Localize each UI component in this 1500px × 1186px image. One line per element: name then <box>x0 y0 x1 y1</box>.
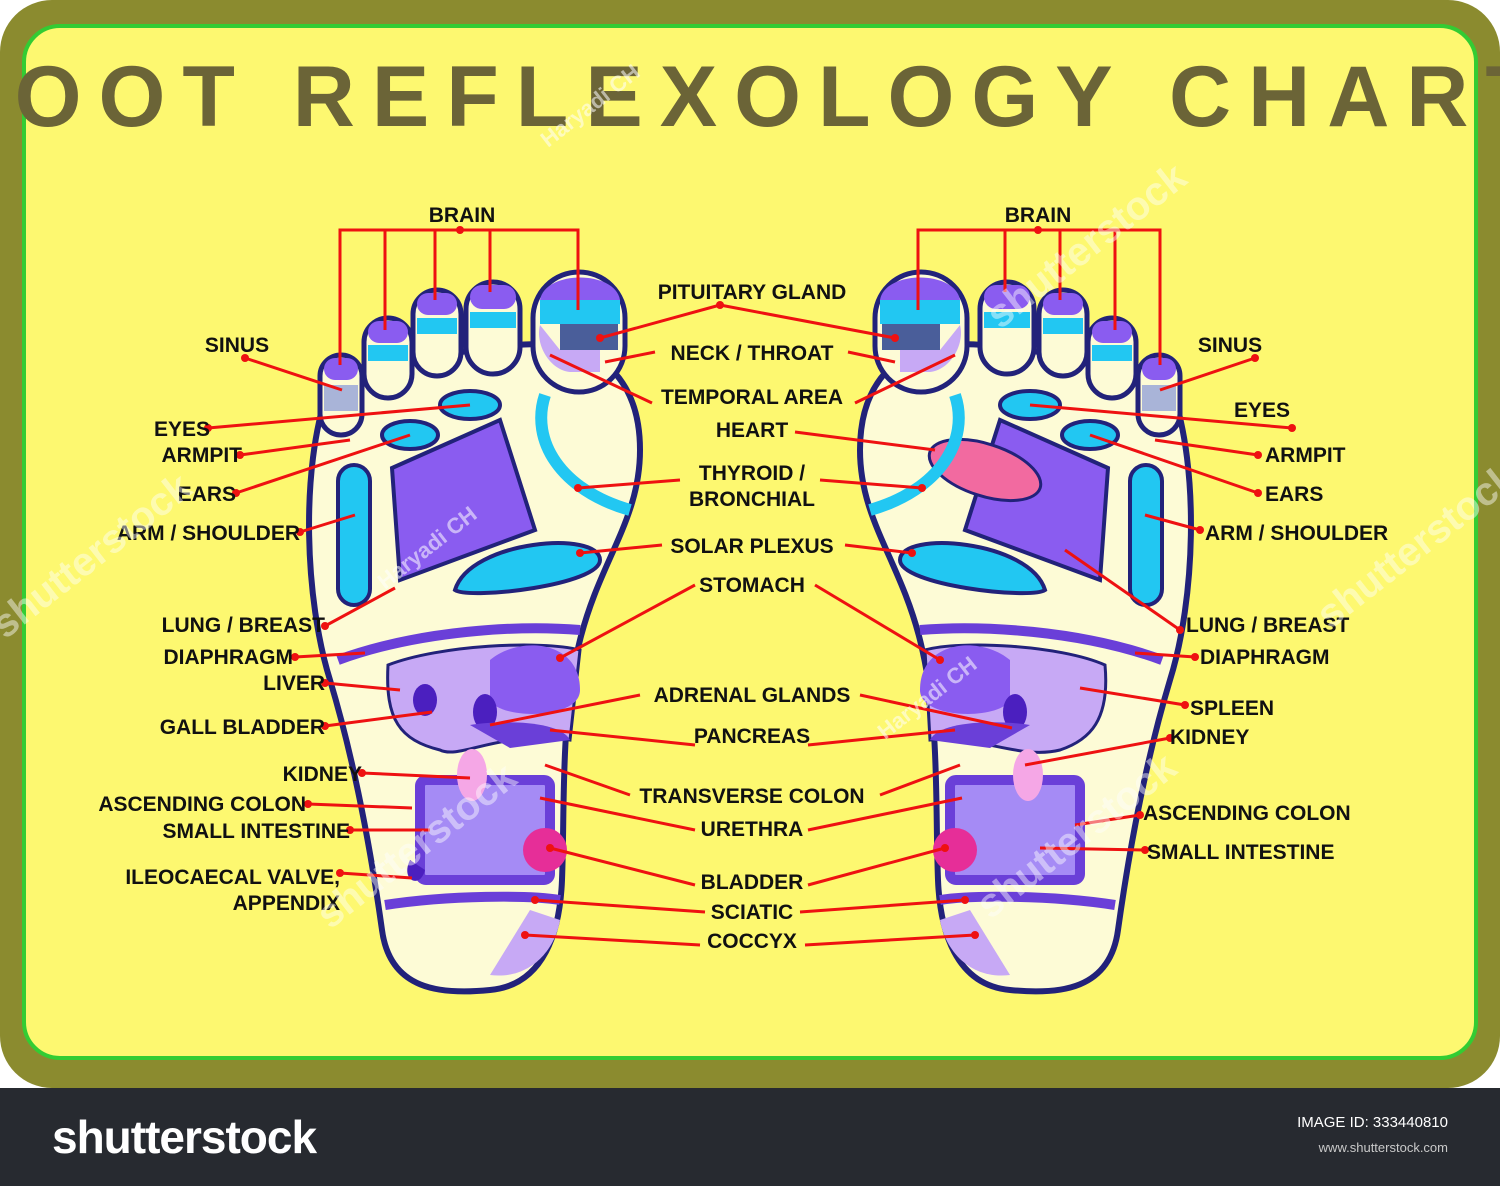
left-gallbladder-zone <box>413 684 437 716</box>
right-heart-zone <box>927 437 1043 503</box>
label-pancreas: PANCREAS <box>694 725 810 748</box>
footer-url: www.shutterstock.com <box>1318 1140 1448 1155</box>
chart-title: FOOT REFLEXOLOGY CHART <box>0 49 1500 145</box>
label-ileocaecal-left: ILEOCAECAL VALVE, <box>125 866 340 889</box>
left-ileocaecal <box>407 860 425 881</box>
left-big-toe-band <box>540 300 620 324</box>
left-big-toe-neck <box>560 324 618 350</box>
right-toe-3-band <box>1043 318 1083 334</box>
left-toe-2-band <box>470 312 516 328</box>
labels: BRAIN BRAIN SINUS EYES ARMPIT EARS ARM /… <box>98 204 1388 953</box>
label-transverse-colon: TRANSVERSE COLON <box>639 785 864 808</box>
left-stomach-zone <box>490 645 580 714</box>
label-bladder: BLADDER <box>701 871 804 894</box>
label-neck-throat: NECK / THROAT <box>671 342 834 365</box>
label-sciatic: SCIATIC <box>711 901 793 924</box>
right-sciatic-line <box>939 891 1116 910</box>
label-appendix-left: APPENDIX <box>233 892 340 915</box>
label-ascending-colon-right: ASCENDING COLON <box>1143 802 1351 825</box>
left-adrenal-zone <box>473 694 497 730</box>
label-armpit-right: ARMPIT <box>1265 444 1346 467</box>
left-toe-4-tip <box>368 321 408 343</box>
left-solar-zone <box>452 541 603 596</box>
left-toe-5-tip <box>324 358 358 380</box>
label-lung-breast-right: LUNG / BREAST <box>1186 614 1350 637</box>
label-heart: HEART <box>716 419 789 442</box>
left-diaphragm-line <box>336 623 581 665</box>
right-pancreas-zone <box>930 722 1030 748</box>
left-shoulder-zone <box>336 463 372 607</box>
right-toe-2-band <box>984 312 1030 328</box>
label-eyes-right: EYES <box>1234 399 1290 422</box>
label-brain-left: BRAIN <box>429 204 496 227</box>
label-bronchial: BRONCHIAL <box>689 488 815 511</box>
left-toe-3-band <box>417 318 457 334</box>
left-toe-4-band <box>368 345 408 361</box>
label-arm-shoulder-left: ARM / SHOULDER <box>117 522 300 545</box>
label-pituitary: PITUITARY GLAND <box>658 281 847 304</box>
label-sinus-right: SINUS <box>1198 334 1262 357</box>
label-small-intestine-left: SMALL INTESTINE <box>163 820 350 843</box>
label-spleen-right: SPLEEN <box>1190 697 1274 720</box>
right-toe-4-band <box>1092 345 1132 361</box>
label-brain-right: BRAIN <box>1005 204 1072 227</box>
label-thyroid: THYROID / <box>699 462 805 485</box>
label-armpit-left: ARMPIT <box>162 444 243 467</box>
right-shoulder-zone <box>1128 463 1164 607</box>
left-toe-2-tip <box>470 285 516 309</box>
label-eyes-left: EYES <box>154 418 210 441</box>
label-sinus-left: SINUS <box>205 334 269 357</box>
right-adrenal-zone <box>1003 694 1027 730</box>
label-kidney-right: KIDNEY <box>1170 726 1249 749</box>
label-adrenal: ADRENAL GLANDS <box>654 684 851 707</box>
right-solar-zone <box>897 541 1048 596</box>
left-big-toe-tip <box>540 277 620 300</box>
leader-dots <box>204 226 1296 939</box>
label-temporal: TEMPORAL AREA <box>661 386 843 409</box>
label-small-intestine-right: SMALL INTESTINE <box>1147 841 1334 864</box>
label-urethra: URETHRA <box>701 818 804 841</box>
right-toe-4-tip <box>1092 321 1132 343</box>
label-ascending-colon-left: ASCENDING COLON <box>98 793 306 816</box>
reflexology-diagram: FOOT REFLEXOLOGY CHART <box>0 0 1500 1088</box>
left-sciatic-line <box>384 891 561 910</box>
label-coccyx: COCCYX <box>707 930 797 953</box>
footer-bar: shutterstock IMAGE ID: 333440810 www.shu… <box>0 1088 1500 1186</box>
right-foot <box>856 269 1194 995</box>
right-toe-5-tip <box>1142 358 1176 380</box>
left-toe-3-tip <box>417 293 457 315</box>
label-gall-bladder-left: GALL BLADDER <box>160 716 325 739</box>
leader-lines <box>207 228 1293 947</box>
right-toe-5-band <box>1142 385 1176 411</box>
right-toe-2-tip <box>984 285 1030 309</box>
left-pancreas-zone <box>470 722 570 748</box>
left-big-toe-side <box>539 325 600 372</box>
footer-image-id: IMAGE ID: 333440810 <box>1297 1114 1448 1131</box>
right-kidney-zone <box>1013 749 1043 801</box>
left-bladder-zone <box>523 828 567 872</box>
label-diaphragm-right: DIAPHRAGM <box>1200 646 1330 669</box>
left-kidney-zone <box>457 749 487 801</box>
right-bladder-zone <box>933 828 977 872</box>
label-diaphragm-left: DIAPHRAGM <box>164 646 294 669</box>
right-diaphragm-line <box>919 623 1164 665</box>
right-big-toe-band <box>880 300 960 324</box>
left-lung-zone <box>389 417 538 583</box>
right-thyroid-arc <box>868 393 965 516</box>
label-ears-right: EARS <box>1265 483 1323 506</box>
right-coccyx-zone <box>940 910 1010 976</box>
label-liver-left: LIVER <box>263 672 325 695</box>
label-lung-breast-left: LUNG / BREAST <box>162 614 326 637</box>
right-big-toe-tip <box>880 277 960 300</box>
right-toe-3-tip <box>1043 293 1083 315</box>
label-stomach: STOMACH <box>699 574 805 597</box>
label-arm-shoulder-right: ARM / SHOULDER <box>1205 522 1388 545</box>
left-thyroid-arc <box>535 393 632 516</box>
label-kidney-left: KIDNEY <box>283 763 362 786</box>
footer-brand-logo: shutterstock <box>52 1111 317 1163</box>
left-coccyx-zone <box>490 910 560 976</box>
label-ears-left: EARS <box>178 483 236 506</box>
label-solar-plexus: SOLAR PLEXUS <box>670 535 833 558</box>
